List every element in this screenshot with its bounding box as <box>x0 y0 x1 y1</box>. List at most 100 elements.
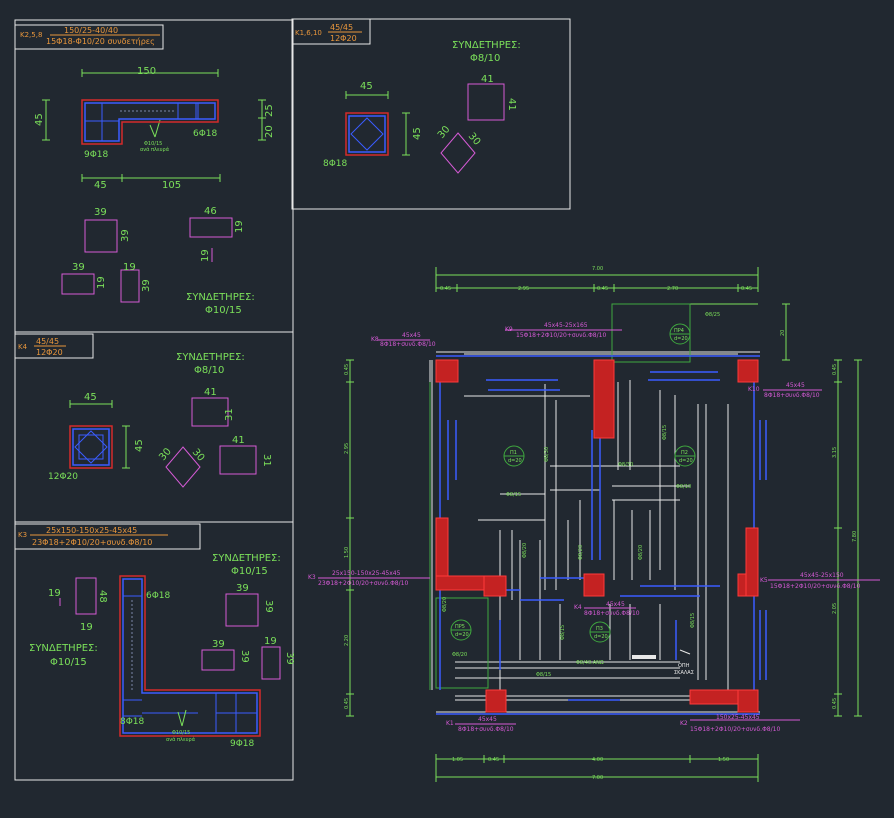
col-k2-dims: 150x25-45x45 <box>716 714 760 721</box>
k1-stirrups-title: ΣΥΝΔΕΤΗΡΕΣ: <box>452 40 521 51</box>
k2-dim-45: 45 <box>94 180 107 191</box>
col-k4-dims: 45x45 <box>606 601 625 608</box>
stair-label2: ΣΚΑΛΑΣ <box>674 670 694 676</box>
k1-s41: 41 <box>481 74 494 85</box>
k4-rebar: 12Φ20 <box>36 348 63 357</box>
k2-stirrups-title: ΣΥΝΔΕΤΗΡΕΣ: <box>186 292 255 303</box>
plan-dim-right-2: 2.05 <box>832 603 838 614</box>
col-k9-dims: 45x45-25x165 <box>544 322 588 329</box>
slab-d-1: d=20 <box>508 458 522 464</box>
col-k10-rebar: 8Φ18+συνδ.Φ8/10 <box>764 392 820 399</box>
k1-s41v: 41 <box>506 98 517 111</box>
bar-label-2: Φ8/30 <box>544 447 550 462</box>
col-k9-name: K9 <box>505 326 513 333</box>
bar-label-0: Φ8/15 <box>506 492 521 498</box>
k3-stirrup-note2: ανά πλευρά <box>166 736 196 743</box>
k2-stirrup-note: Φ10/15 <box>144 141 162 147</box>
k2-s19d: 19 <box>123 262 136 273</box>
bar-label-9: Φ8/15 <box>560 625 566 640</box>
k3-s39bv: 39 <box>239 650 250 663</box>
col-k8-dims: 45x45 <box>402 332 421 339</box>
k3-bars-right: 9Φ18 <box>230 739 255 749</box>
k3-s39b: 39 <box>212 639 225 650</box>
bar-label-11: Φ8/20 <box>442 597 448 612</box>
k3-s48: 48 <box>97 590 108 603</box>
detail-k3: K3 25x150-150x25-45x45 23Φ18+2Φ10/20+συν… <box>18 526 295 749</box>
bar-label-6: Φ8/20 <box>578 545 584 560</box>
k3-bars-top: 6Φ18 <box>146 591 171 601</box>
k3-rebar: 23Φ18+2Φ10/20+συνδ.Φ8/10 <box>32 538 152 547</box>
col-k1-name: K1 <box>446 720 454 727</box>
plan-dim-right-3: 0.45 <box>832 698 838 709</box>
col-k8-rebar: 8Φ18+συνδ.Φ8/10 <box>380 341 436 348</box>
plan-dim-right-total: 7.80 <box>852 531 858 542</box>
k4-s41b: 41 <box>232 435 245 446</box>
k3-stirrup-note: Φ10/15 <box>172 730 190 736</box>
k3-dims: 25x150-150x25-45x45 <box>46 526 137 535</box>
k2-s39c: 39 <box>72 262 85 273</box>
detail-frames <box>14 18 571 781</box>
k1-bars: 8Φ18 <box>323 159 348 169</box>
slab-d-3: d=20 <box>594 634 608 640</box>
col-k3-rebar: 23Φ18+2Φ10/20+συνδ.Φ8/10 <box>318 580 408 587</box>
floor-plan: 7.00 0.45 2.95 0.45 2.70 0.45 1.05 0.45 … <box>308 266 880 782</box>
col-k1-rebar: 8Φ18+συνδ.Φ8/10 <box>458 726 514 733</box>
k2-rebar: 15Φ18-Φ10/20 συνδετήρες <box>46 37 155 46</box>
bar-label-1: Φ8/30 <box>618 462 633 468</box>
col-k9-rebar: 15Φ18+2Φ10/20+συνδ.Φ8/10 <box>516 332 606 339</box>
detail-k1: K1,6,10 45/45 12Φ20 45 45 8Φ18 ΣΥΝΔΕΤΗΡΕ… <box>295 23 521 174</box>
slab-name-5: ΠΡ5 <box>455 624 465 630</box>
slab-name-4: ΠΡ4 <box>674 328 684 334</box>
plan-dim-left-2: 1.50 <box>344 547 350 558</box>
k4-bars: 12Φ20 <box>48 472 78 482</box>
k3-s39c: 39 <box>284 652 295 665</box>
k2-tag: K2,5,8 <box>20 31 42 39</box>
plan-dim-left-4: 0.45 <box>344 698 350 709</box>
k4-stirrups-value: Φ8/10 <box>194 365 224 376</box>
k3-stirrups-value: Φ10/15 <box>231 566 268 577</box>
plan-dim-bottom-2: 4.00 <box>592 757 603 763</box>
slab-name-2: Π2 <box>681 450 688 456</box>
k1-dim-45: 45 <box>360 81 373 92</box>
k3-s39v: 39 <box>263 600 274 613</box>
k2-bars-left: 9Φ18 <box>84 150 109 160</box>
plan-dim-bottom-3: 1.50 <box>718 757 729 763</box>
detail-k2: K2,5,8 150/25-40/40 15Φ18-Φ10/20 συνδετή… <box>20 26 275 316</box>
plan-dim-bottom-0: 1.05 <box>452 757 463 763</box>
col-k5-rebar: 15Φ18+2Φ10/20+συνδ.Φ8/10 <box>770 583 860 590</box>
k1-dim-45v: 45 <box>412 127 423 140</box>
plan-beam-top: Φ8/25 <box>705 312 720 318</box>
slab-name-1: Π1 <box>510 450 517 456</box>
col-k3-name: K3 <box>308 574 316 581</box>
k3-s39: 39 <box>236 583 249 594</box>
k2-s19c: 19 <box>96 276 107 289</box>
k4-stirrups-title: ΣΥΝΔΕΤΗΡΕΣ: <box>176 352 245 363</box>
bar-label-7: Φ8/20 <box>638 545 644 560</box>
k2-dim-105: 105 <box>162 180 181 191</box>
k3-s19b: 19 <box>80 622 93 633</box>
col-k3-dims: 25x150-150x25-45x45 <box>332 570 401 577</box>
plan-dim-top-2: 0.45 <box>597 286 608 292</box>
bar-label-5: Φ8/20 <box>522 543 528 558</box>
bar-label-8: Φ8/15 <box>536 672 551 678</box>
col-k8-name: K8 <box>371 336 379 343</box>
k2-dim-20: 20 <box>264 125 275 138</box>
col-k10-dims: 45x45 <box>786 382 805 389</box>
plan-dim-top-3: 2.70 <box>667 286 678 292</box>
plan-dim-bottom-1: 0.45 <box>488 757 499 763</box>
k3-stirrups-title2: ΣΥΝΔΕΤΗΡΕΣ: <box>29 643 98 654</box>
bar-label-10: Φ8/40.ΑΝΩ <box>576 660 604 666</box>
col-k4-rebar: 8Φ18+συνδ.Φ8/10 <box>584 610 640 617</box>
k2-s39b: 39 <box>120 229 131 242</box>
plan-dim-right-0: 0.45 <box>832 364 838 375</box>
col-k4-name: K4 <box>574 604 582 611</box>
plan-dim-top-4: 0.45 <box>741 286 752 292</box>
k4-s31: 31 <box>224 408 235 421</box>
k3-tag: K3 <box>18 531 27 539</box>
k3-stirrups-value2: Φ10/15 <box>50 657 87 668</box>
slab-d-5: d=20 <box>455 632 469 638</box>
col-k2-name: K2 <box>680 720 688 727</box>
bar-label-12: Φ8/15 <box>690 613 696 628</box>
k4-dim-45v: 45 <box>134 439 145 452</box>
slab-d-4: d=20 <box>674 336 688 342</box>
